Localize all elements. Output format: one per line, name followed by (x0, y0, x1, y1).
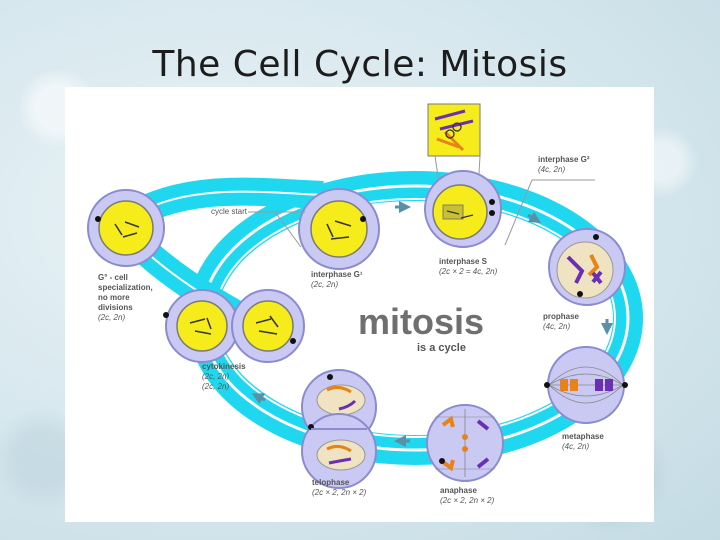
label-s-title: interphase S (439, 257, 488, 266)
cell-cytokinesis-right (231, 289, 305, 363)
cell-cycle-svg: mitosis is a cycle cycle start G° - cell… (87, 103, 643, 505)
cell-cycle-diagram: mitosis is a cycle cycle start G° - cell… (65, 87, 654, 522)
cell-g0 (87, 189, 165, 267)
label-g1-detail: (2c, 2n) (311, 280, 338, 289)
label-g0-line4: divisions (98, 303, 133, 312)
label-g2-title: interphase G² (538, 155, 590, 164)
label-cytokinesis-title: cytokinesis (202, 362, 246, 371)
label-telophase-title: telophase (312, 478, 350, 487)
label-g1-title: interphase G¹ (311, 270, 363, 279)
cell-telophase (301, 369, 377, 489)
slide-title: The Cell Cycle: Mitosis (152, 44, 568, 85)
label-g0-line1: G° - cell (98, 273, 128, 282)
interphase-g2-pointer (504, 179, 595, 246)
label-cycle-start: cycle start (211, 207, 248, 216)
cell-interphase-g1 (298, 188, 380, 270)
label-metaphase-detail: (4c, 2n) (562, 442, 589, 451)
label-anaphase-title: anaphase (440, 486, 477, 495)
label-cytokinesis-detail-2: (2c, 2n) (202, 382, 229, 391)
label-anaphase-detail: (2c × 2, 2n × 2) (440, 496, 495, 505)
label-prophase-title: prophase (543, 312, 580, 321)
center-subtitle: is a cycle (417, 342, 466, 354)
label-cytokinesis-detail-1: (2c, 2n) (202, 372, 229, 381)
cycle-start-pointer-diag (274, 211, 302, 248)
label-g2-detail: (4c, 2n) (538, 165, 565, 174)
label-telophase-detail: (2c × 2, 2n × 2) (312, 488, 367, 497)
cell-prophase (548, 228, 626, 306)
label-g0-detail: (2c, 2n) (98, 313, 125, 322)
label-prophase-detail: (4c, 2n) (543, 322, 570, 331)
label-g0-line3: no more (98, 293, 130, 302)
label-g0-line2: specialization, (98, 283, 153, 292)
cell-cytokinesis-left (163, 289, 239, 363)
interphase-s-zoom-inset (427, 103, 481, 210)
label-metaphase-title: metaphase (562, 432, 604, 441)
cell-interphase-s (424, 170, 502, 248)
cycle-arrows (251, 201, 613, 447)
cell-metaphase (544, 346, 628, 424)
label-s-detail: (2c × 2 = 4c, 2n) (439, 267, 498, 276)
cell-anaphase (426, 404, 504, 482)
center-title: mitosis (358, 301, 484, 342)
